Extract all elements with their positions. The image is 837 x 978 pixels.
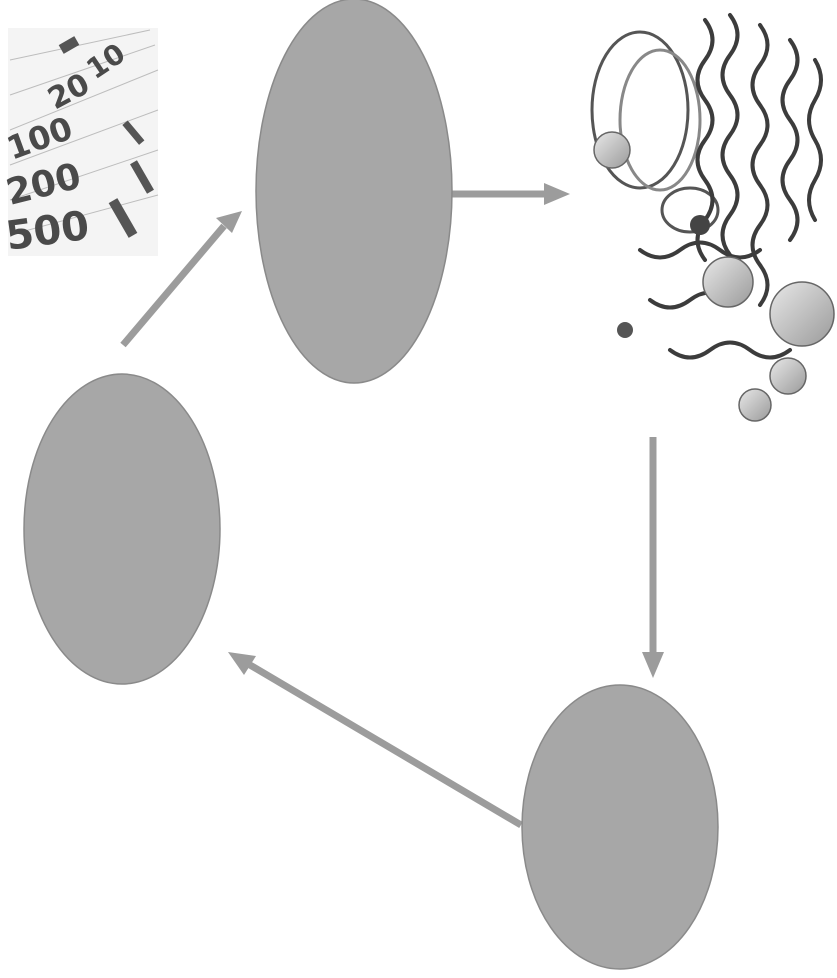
edge-jewelry-to-bottom-oval — [642, 437, 664, 678]
edge-bottom-oval-to-left-oval — [228, 652, 521, 825]
left-oval-node — [24, 374, 220, 684]
jewelry-coins-image — [592, 15, 834, 421]
top-oval-node — [256, 0, 452, 383]
banknotes-image: 500 200 100 20 10 — [2, 28, 158, 260]
edge-top-oval-to-jewelry — [452, 183, 570, 205]
bottom-oval-node — [522, 685, 718, 969]
